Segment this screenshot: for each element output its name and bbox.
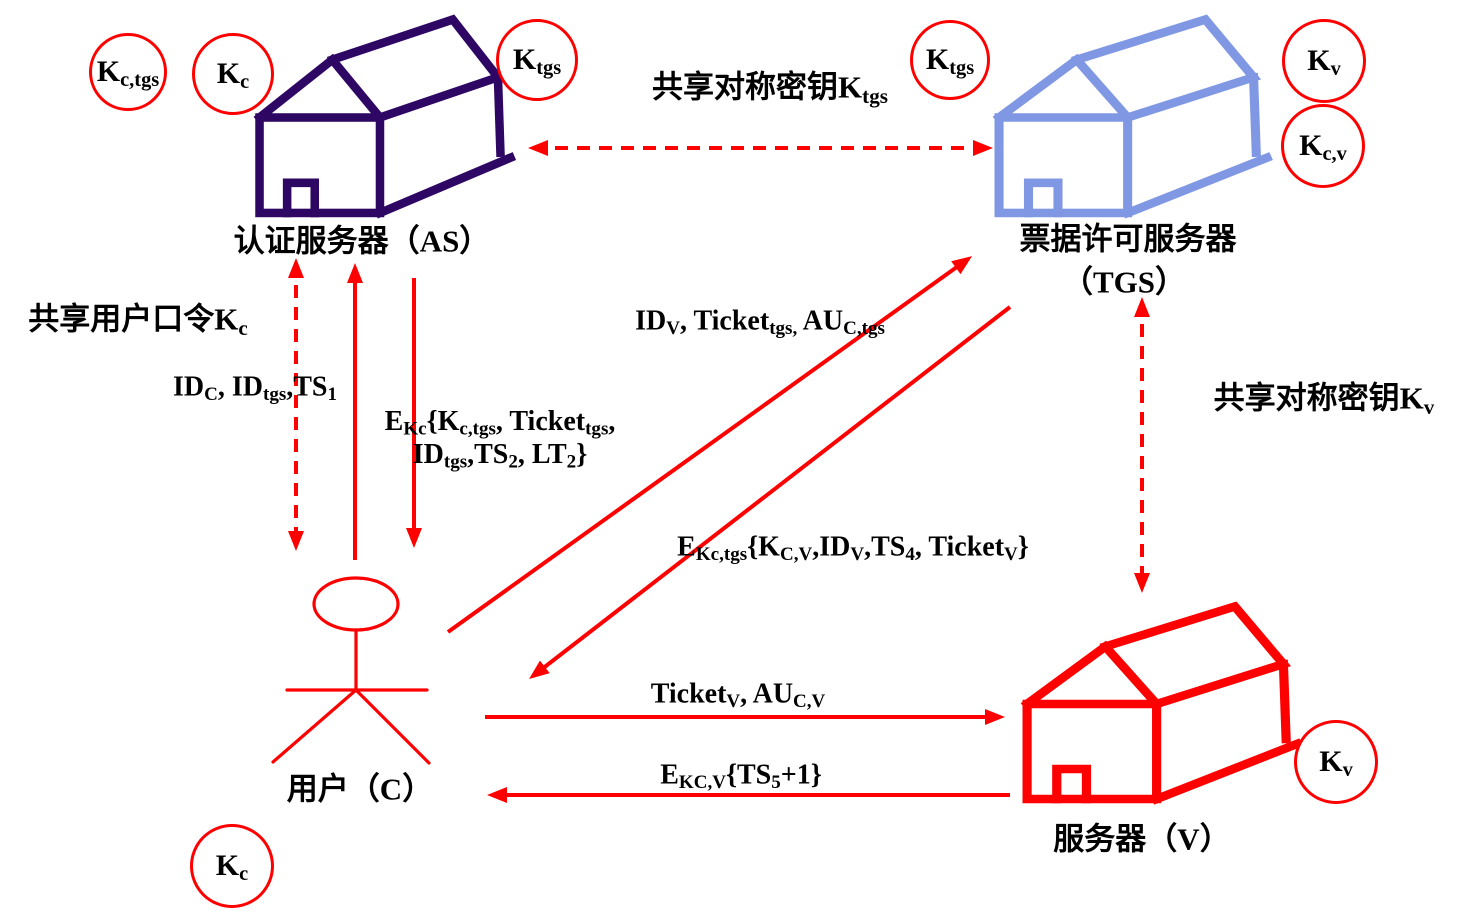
tgs-label-line2: （TGS） (1061, 264, 1187, 300)
tgs-house-icon (999, 20, 1267, 213)
message-1-label: IDC, IDtgs,TS1 (172, 371, 338, 406)
key-badge-kv-server: Kv (1294, 720, 1378, 804)
shared-key-v-label: 共享对称密钥Kv (1213, 380, 1435, 419)
key-badge-kcv: Kc,v (1281, 104, 1365, 188)
message-2-label: EKc{Kc,tgs, Tickettgs, IDtgs,TS2, LT2} (384, 405, 616, 473)
key-badge-kc-user: Kc (190, 824, 274, 908)
key-badge-ktgs-as: Ktgs (496, 19, 578, 101)
user-figure-icon (271, 576, 431, 765)
key-badge-ktgs-tgs: Ktgs (910, 20, 990, 100)
message-3-label: IDV, Tickettgs, AUC,tgs (635, 305, 885, 340)
key-badge-kc-tgs: Kc,tgs (89, 33, 167, 111)
key-badge-kv-top: Kv (1282, 19, 1366, 103)
arrow-msg4-tgs-to-user (529, 305, 1012, 680)
arrow-msg3-user-to-tgs (446, 256, 973, 634)
key-badge-kc-as: Kc (192, 33, 274, 115)
message-6-label: EKC,V{TS5+1} (660, 759, 822, 794)
v-house-icon (1027, 607, 1297, 800)
as-label: 认证服务器（AS） (233, 223, 491, 259)
tgs-label-line1: 票据许可服务器 (1019, 221, 1237, 257)
message-4-label: EKc,tgs{KC,V,IDV,TS4, TicketV} (677, 531, 1029, 566)
shared-key-tgs-label: 共享对称密钥Ktgs (652, 69, 888, 108)
v-label: 服务器（V） (1053, 821, 1231, 857)
user-label: 用户（C） (286, 771, 434, 807)
as-house-icon (260, 20, 511, 213)
shared-password-label: 共享用户口令Kc (28, 301, 248, 340)
message-5-label: TicketV, AUC,V (650, 678, 826, 713)
